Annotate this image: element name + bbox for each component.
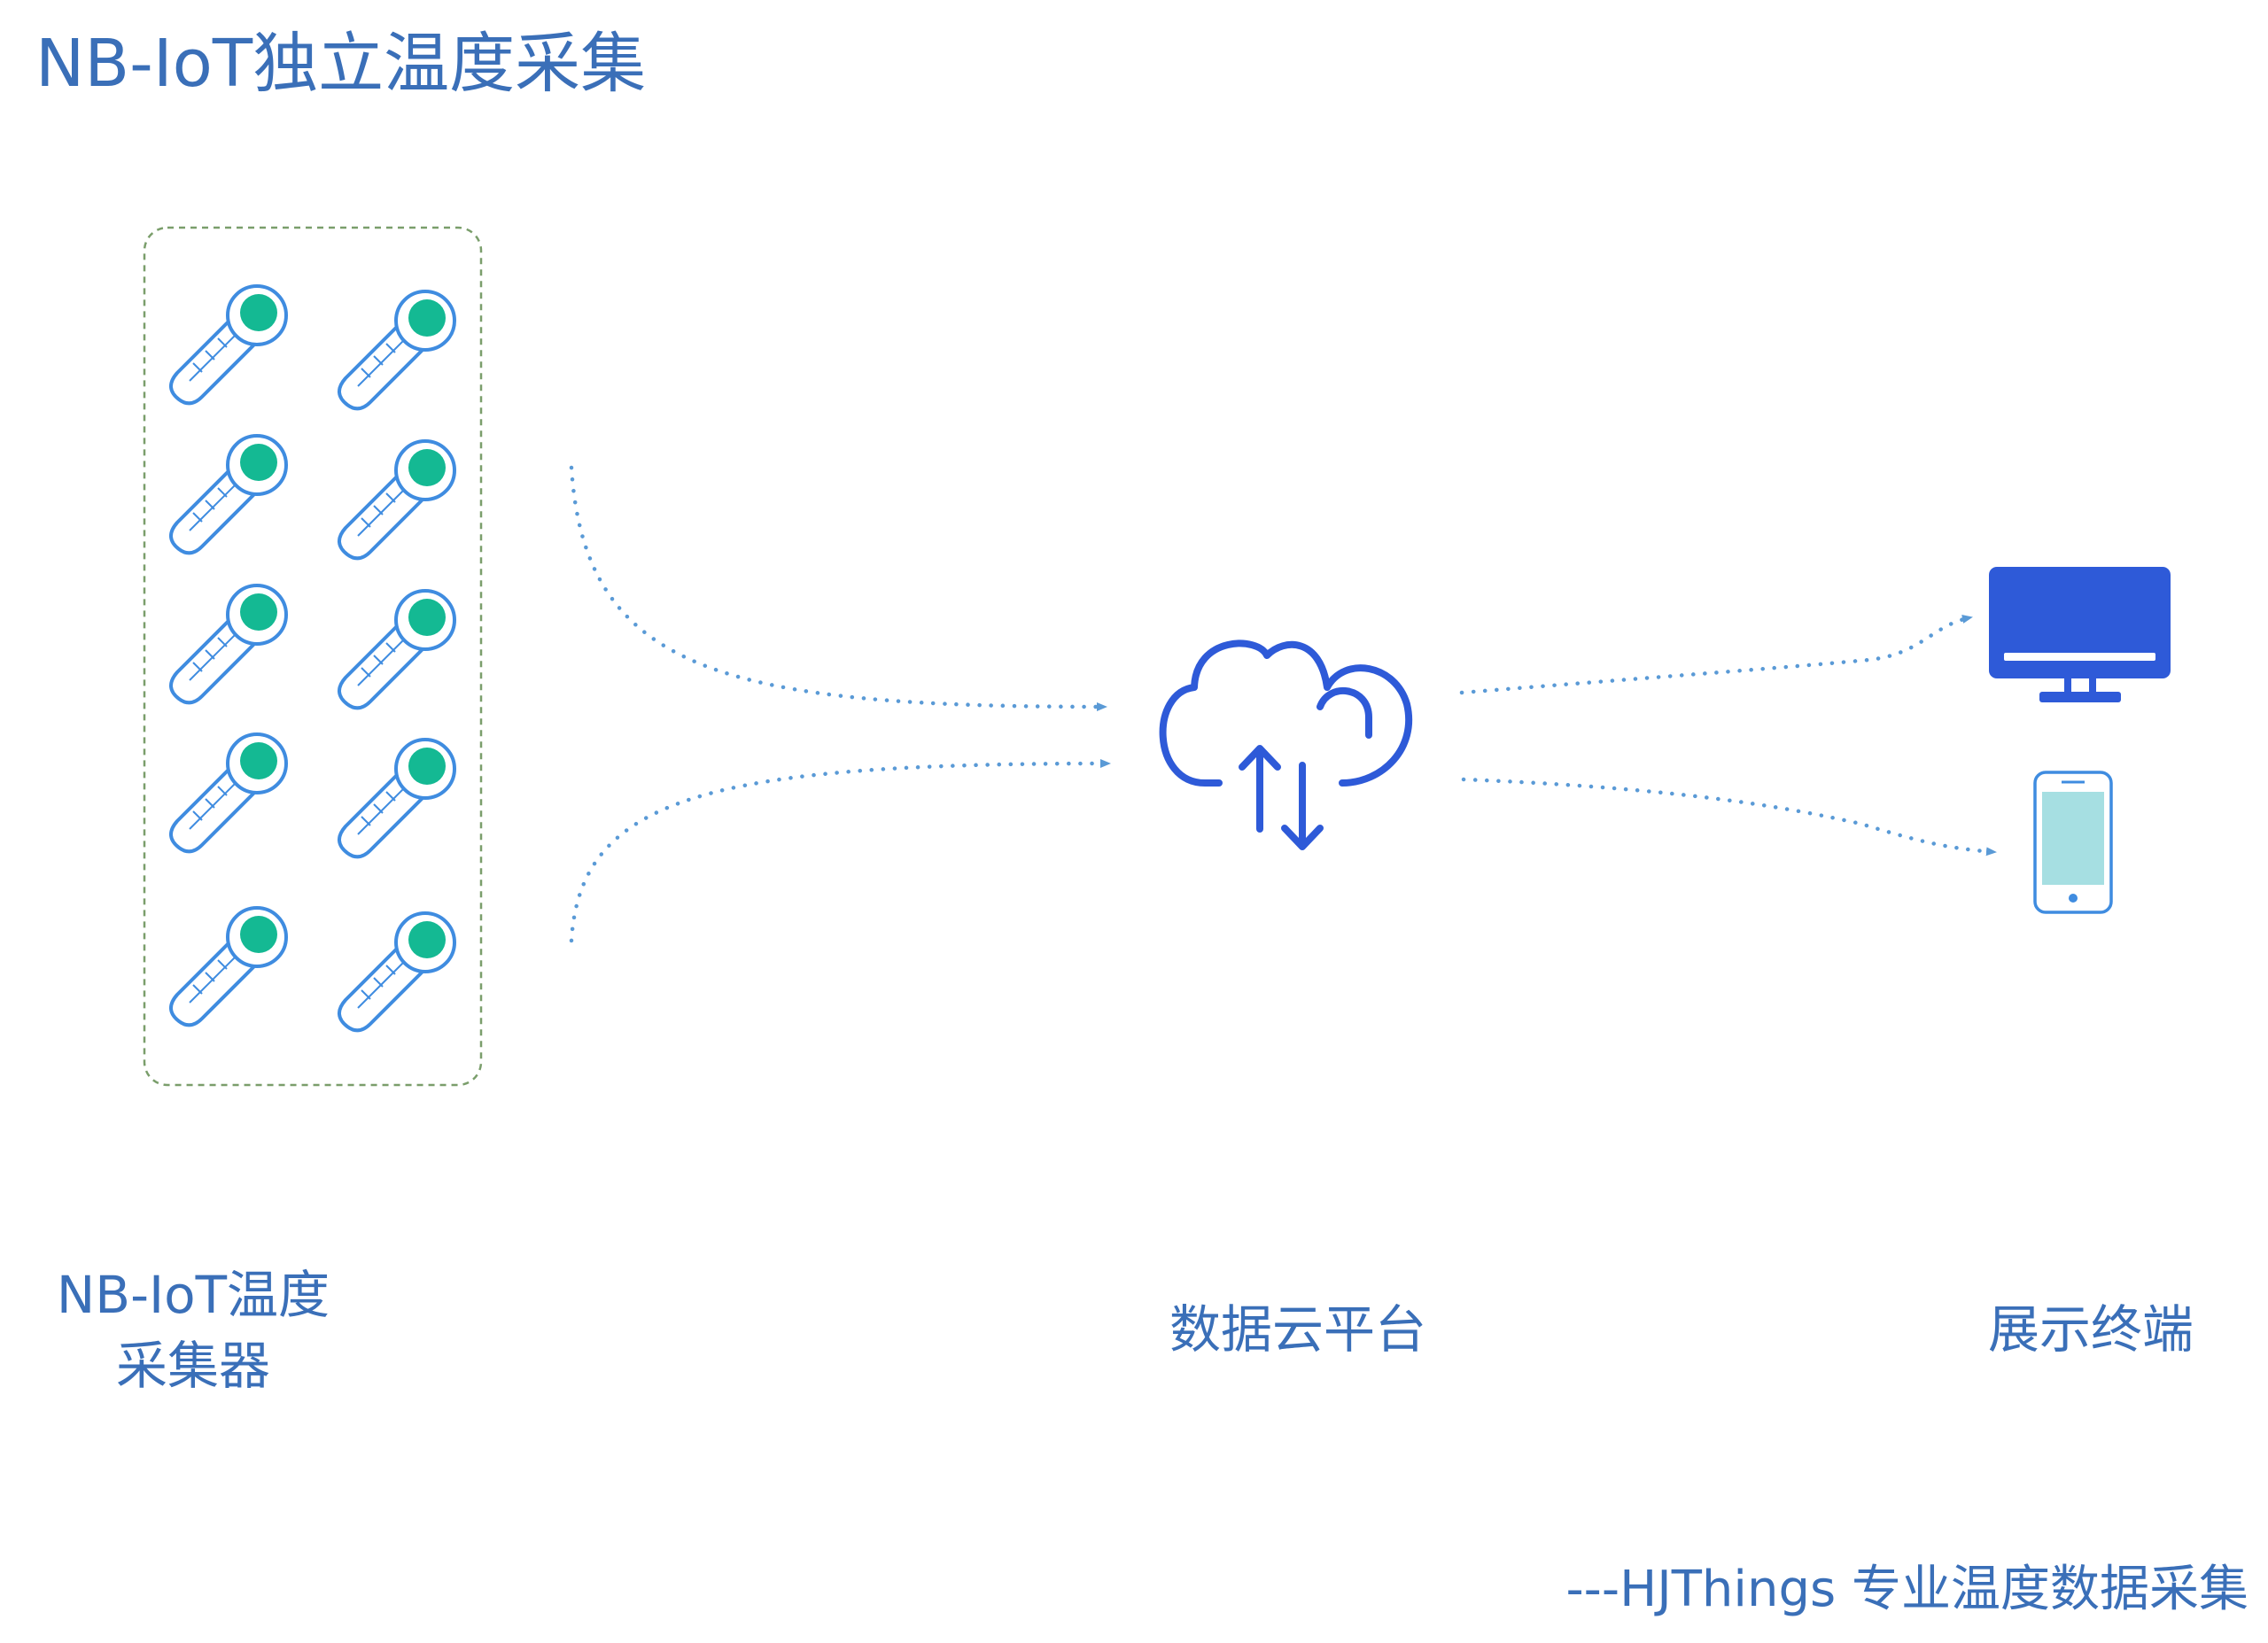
thermometer-icon	[337, 911, 456, 1033]
thermometer-icon	[337, 738, 456, 859]
thermometer-icon	[168, 732, 288, 854]
flow-arrow-in-bottom	[569, 759, 1112, 943]
footer-caption: ---HJThings 专业温度数据采集	[1565, 1561, 2249, 1618]
cloud-platform-label: 数据云平台	[1169, 1299, 1426, 1360]
cloud-sync-icon	[1159, 639, 1413, 850]
thermometer-icon	[168, 284, 288, 406]
flow-arrow-out-desktop	[1459, 615, 1974, 695]
thermometer-icon	[168, 584, 288, 705]
collector-label: NB-IoT温度采集器	[56, 1265, 330, 1396]
collector-group-box	[143, 226, 483, 1087]
flow-arrow-in-top	[569, 465, 1108, 711]
flow-arrow-out-mobile	[1461, 777, 1998, 856]
phone-icon	[2033, 771, 2113, 914]
thermometer-icon	[168, 906, 288, 1027]
thermometer-icon	[337, 290, 456, 411]
display-terminal-label: 展示终端	[1987, 1299, 2194, 1360]
thermometer-icon	[337, 589, 456, 710]
thermometer-icon	[168, 434, 288, 555]
page-title: NB-IoT独立温度采集	[35, 26, 647, 102]
thermometer-icon	[337, 439, 456, 561]
monitor-icon	[1989, 567, 2171, 702]
